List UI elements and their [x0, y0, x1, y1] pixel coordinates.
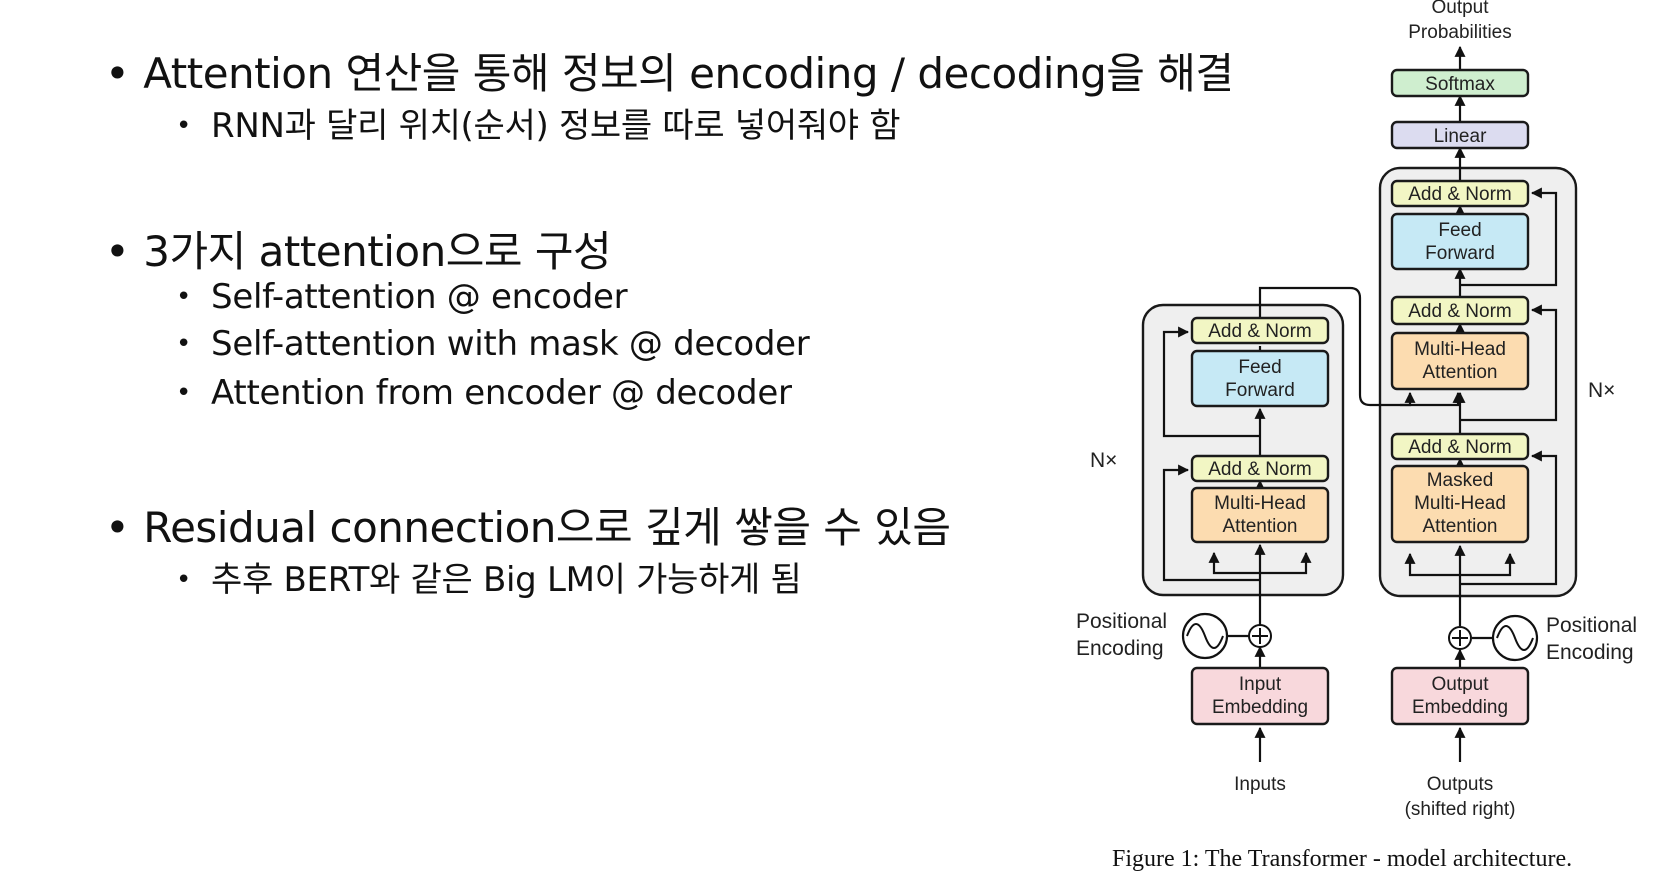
encoder-multi-head-attention: [1190, 486, 1330, 544]
sub-bullet-text: Self-attention with mask @ decoder: [211, 324, 810, 364]
sub-bullet-2-3: •Attention from encoder @ decoder: [176, 373, 792, 413]
bullet-list: •Attention 연산을 통해 정보의 encoding / decodin…: [105, 49, 1234, 600]
decoder-masked-attention: [1390, 464, 1530, 544]
output-embedding-box: [1390, 666, 1530, 726]
input-embedding-label: Input: [1239, 674, 1282, 695]
bullet-3: •Residual connection으로 깊게 쌓을 수 있음: [105, 503, 951, 552]
sub-bullet-text: RNN과 달리 위치(순서) 정보를 따로 넣어줘야 함: [211, 106, 901, 146]
bullet-1-text: Attention 연산을 통해 정보의 encoding / decoding…: [143, 49, 1234, 98]
positional-encoding-label: Encoding: [1076, 637, 1164, 660]
sub-bullet-text: Attention from encoder @ decoder: [211, 373, 792, 413]
bullet-1: •Attention 연산을 통해 정보의 encoding / decodin…: [105, 49, 1234, 98]
softmax-box: [1390, 68, 1530, 98]
attention-label: Attention: [1223, 516, 1298, 537]
attention-label: Masked: [1427, 470, 1494, 491]
add-norm-label: Add & Norm: [1408, 437, 1511, 458]
attention-label: Multi-Head: [1414, 339, 1506, 360]
encoder-feed-forward: [1190, 349, 1330, 408]
output-embedding-label: Embedding: [1412, 697, 1508, 718]
input-embedding-label: Embedding: [1212, 697, 1308, 718]
add-norm-label: Add & Norm: [1408, 301, 1511, 322]
attention-label: Attention: [1423, 362, 1498, 383]
add-norm-label: Add & Norm: [1208, 459, 1311, 480]
input-embedding-box: [1190, 666, 1330, 726]
sub-bullet-2-1: •Self-attention @ encoder: [176, 277, 628, 317]
positional-encoding-label: Encoding: [1546, 641, 1634, 664]
decoder-add-norm-3: [1390, 179, 1530, 208]
decoder-nx-label: N×: [1588, 379, 1615, 402]
sub-bullet-3-1: •추후 BERT와 같은 Big LM이 가능하게 됨: [176, 560, 802, 600]
attention-label: Multi-Head: [1214, 493, 1306, 514]
feed-forward-label: Feed: [1238, 357, 1281, 378]
feed-forward-label: Feed: [1438, 220, 1481, 241]
add-norm-label: Add & Norm: [1408, 184, 1511, 205]
positional-encoding-label: Positional: [1076, 610, 1167, 633]
connection-wires: [1162, 45, 1558, 762]
decoder-feed-forward: [1390, 212, 1530, 271]
figure-caption: Figure 1: The Transformer - model archit…: [1112, 846, 1572, 872]
sub-bullet-text: 추후 BERT와 같은 Big LM이 가능하게 됨: [211, 560, 802, 600]
sub-bullet-1-1: •RNN과 달리 위치(순서) 정보를 따로 넣어줘야 함: [176, 106, 901, 146]
decoder-positional-encoding: Positional Encoding: [1448, 614, 1637, 664]
output-embedding-label: Output: [1431, 674, 1489, 695]
encoder-add-norm-1: [1190, 454, 1330, 483]
feed-forward-label: Forward: [1225, 380, 1295, 401]
bullet-2: •3가지 attention으로 구성: [105, 227, 612, 276]
output-label-line2: Probabilities: [1408, 22, 1512, 43]
add-norm-label: Add & Norm: [1208, 321, 1311, 342]
sub-bullet-text: Self-attention @ encoder: [211, 277, 628, 317]
decoder-add-norm-1: [1390, 432, 1530, 461]
encoder-add-norm-2: [1190, 316, 1330, 345]
output-label-line1: Output: [1431, 0, 1489, 18]
bullet-2-text: 3가지 attention으로 구성: [143, 227, 612, 276]
encoder-positional-encoding: Positional Encoding: [1076, 610, 1272, 660]
linear-box: [1390, 120, 1530, 150]
decoder-add-norm-2: [1390, 295, 1530, 326]
attention-label: Attention: [1423, 516, 1498, 537]
decoder-multi-head-attention: [1390, 331, 1530, 391]
encoder-block: [1141, 303, 1345, 597]
encoder-nx-label: N×: [1090, 449, 1117, 472]
bullet-3-text: Residual connection으로 깊게 쌓을 수 있음: [143, 503, 951, 552]
feed-forward-label: Forward: [1425, 243, 1495, 264]
inputs-label: Inputs: [1234, 774, 1286, 795]
attention-label: Multi-Head: [1414, 493, 1506, 514]
outputs-label: (shifted right): [1405, 799, 1516, 820]
positional-encoding-label: Positional: [1546, 614, 1637, 637]
outputs-label: Outputs: [1427, 774, 1494, 795]
linear-label: Linear: [1434, 126, 1487, 147]
sub-bullet-2-2: •Self-attention with mask @ decoder: [176, 324, 810, 364]
softmax-label: Softmax: [1425, 74, 1495, 95]
